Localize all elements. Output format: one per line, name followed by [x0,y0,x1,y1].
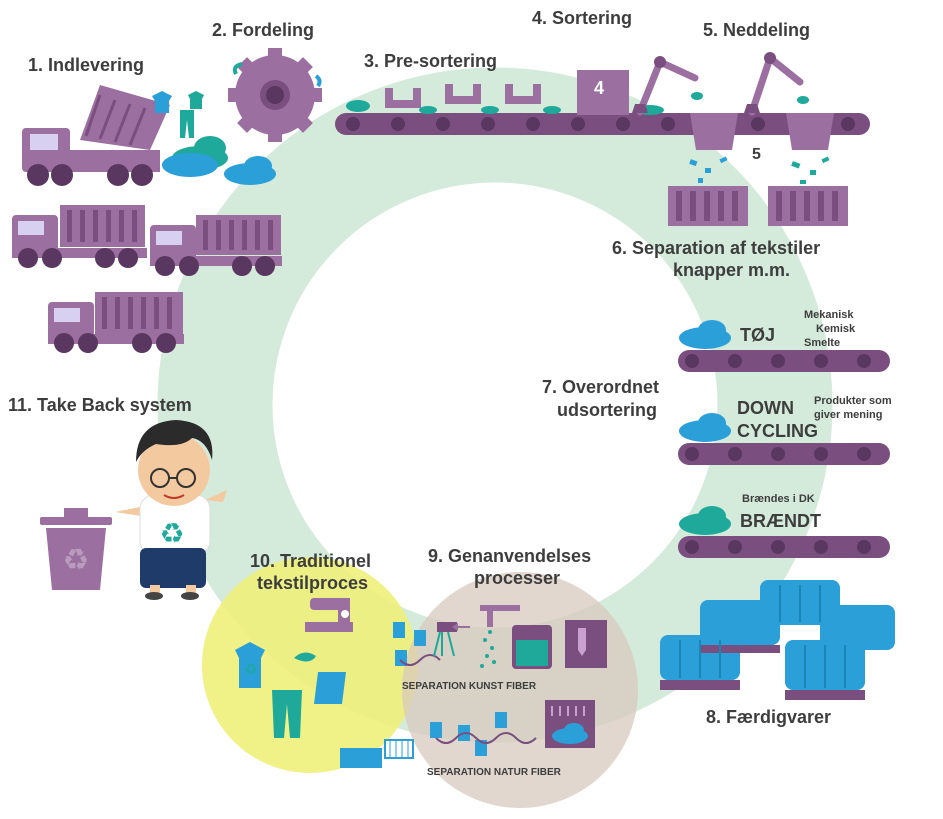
sorting-box [577,70,629,115]
pre-sort-bracket-icon [385,84,541,108]
boy-icon: ♻ [115,420,227,600]
sorting-box-number: 4 [594,78,605,98]
fiber-separation-icon [393,605,607,669]
sort-belt-braendt [678,506,890,558]
sewing-machine-icon [305,598,353,632]
belt-toej-note-2: Kemisk [816,323,856,335]
sort-belt-downcycling [678,413,890,465]
belt-toej-note-3: Smelte [804,337,841,349]
step-1-label: 1. Indlevering [28,55,145,75]
truck-icon [150,215,282,276]
step-10-label-line1: 10. Traditionel [250,551,372,571]
shredder-icon [690,113,834,150]
belt-toej-note-1: Mekanisk [804,309,854,321]
tipping-truck-icon [22,85,170,186]
trash-can-icon: ♻ [40,508,112,590]
step-2-label: 2. Fordeling [212,20,315,40]
textile-pile-icon [346,100,664,115]
container-icon [668,186,848,226]
step-7-label-line2: udsortering [557,400,658,420]
step-5-label: 5. Neddeling [703,20,811,40]
svg-text:♻: ♻ [63,543,90,578]
sort-belt-toej [678,320,890,372]
natural-fiber-separation-icon [340,700,595,768]
step-8-label: 8. Færdigvarer [706,707,832,727]
svg-text:♻: ♻ [245,662,258,678]
belt-down-label-2: CYCLING [737,421,818,441]
separation-kunst-label: SEPARATION KUNST FIBER [402,681,537,692]
step-10-label-line2: tekstilproces [257,573,369,593]
separation-natur-label: SEPARATION NATUR FIBER [427,767,561,778]
step-9-label-line1: 9. Genanvendelses [428,546,592,566]
belt-down-note-2: giver mening [814,409,883,421]
belt-down-label-1: DOWN [737,398,794,418]
step-6-label-line2: knapper m.m. [673,260,791,280]
belt-toej-label: TØJ [740,325,776,345]
svg-text:♻: ♻ [159,517,184,550]
truck-icon [12,205,147,268]
step-4-label: 4. Sortering [532,8,633,28]
step-7-label-line1: 7. Overordnet [542,377,660,397]
shredder-number: 5 [752,146,761,163]
pallet-icon [660,580,895,700]
step-6-label-line1: 6. Separation af tekstiler [612,238,821,258]
cloud-icon [162,136,276,185]
clothing-icon [152,91,204,138]
belt-braendt-note: Brændes i DK [742,493,815,505]
step-11-label: 11. Take Back system [8,395,192,415]
step-9-label-line2: processer [474,568,561,588]
step-3-label: 3. Pre-sortering [364,51,498,71]
traditional-process-zone [202,557,418,773]
clothing-icon: ♻ [235,642,346,738]
truck-icon [48,292,184,353]
belt-down-note-1: Produkter som [814,395,892,407]
belt-braendt-label: BRÆNDT [740,511,821,531]
gear-icon [228,48,322,142]
